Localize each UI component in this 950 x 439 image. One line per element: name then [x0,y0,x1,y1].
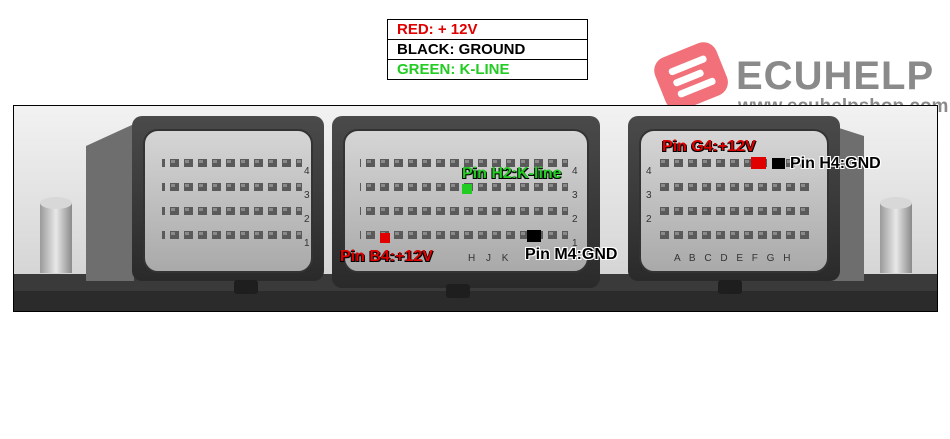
legend-red: RED: + 12V [387,19,588,40]
pin-h4-marker [772,158,785,169]
mid-row-labels: 4 3 2 1 [572,160,578,256]
right-row-2: 2 [646,214,652,225]
pin-g4-marker [751,157,766,169]
pin-b4-marker [380,233,390,243]
pin-color-legend: RED: + 12V BLACK: GROUND GREEN: K-LINE [387,19,588,80]
left-row-2: 2 [304,214,310,225]
right-row-labels: 4 3 2 [646,160,652,232]
callout-pin-m4: Pin M4:GND [525,246,618,263]
mid-row-1: 1 [572,238,578,249]
left-row-4: 4 [304,166,310,177]
mid-row-3: 3 [572,190,578,201]
legend-black: BLACK: GROUND [387,39,588,60]
pin-m4-marker [527,230,541,242]
callout-pin-h2: Pin H2:K-line [462,165,562,182]
ecuhelp-logo-icon [654,42,728,111]
mid-row-4: 4 [572,166,578,177]
pin-h2-marker [462,184,472,194]
callout-pin-b4: Pin B4:+12V [340,248,433,265]
mid-row-2: 2 [572,214,578,225]
brand-name: ECUHELP [736,54,935,98]
right-row-3: 3 [646,190,652,201]
mid-col-labels: H J K [468,253,513,264]
left-row-3: 3 [304,190,310,201]
right-row-4: 4 [646,166,652,177]
ecu-connector-drawing [14,106,937,311]
right-col-labels: A B C D E F G H [674,253,794,264]
left-row-labels: 4 3 2 1 [304,160,310,256]
left-row-1: 1 [304,238,310,249]
callout-pin-g4: Pin G4:+12V [662,138,756,155]
legend-green: GREEN: K-LINE [387,59,588,80]
callout-pin-h4: Pin H4:GND [790,155,881,172]
ecu-connector-photo: 4 3 2 1 4 3 2 1 H J K 4 3 2 A B C D E F … [13,105,938,312]
